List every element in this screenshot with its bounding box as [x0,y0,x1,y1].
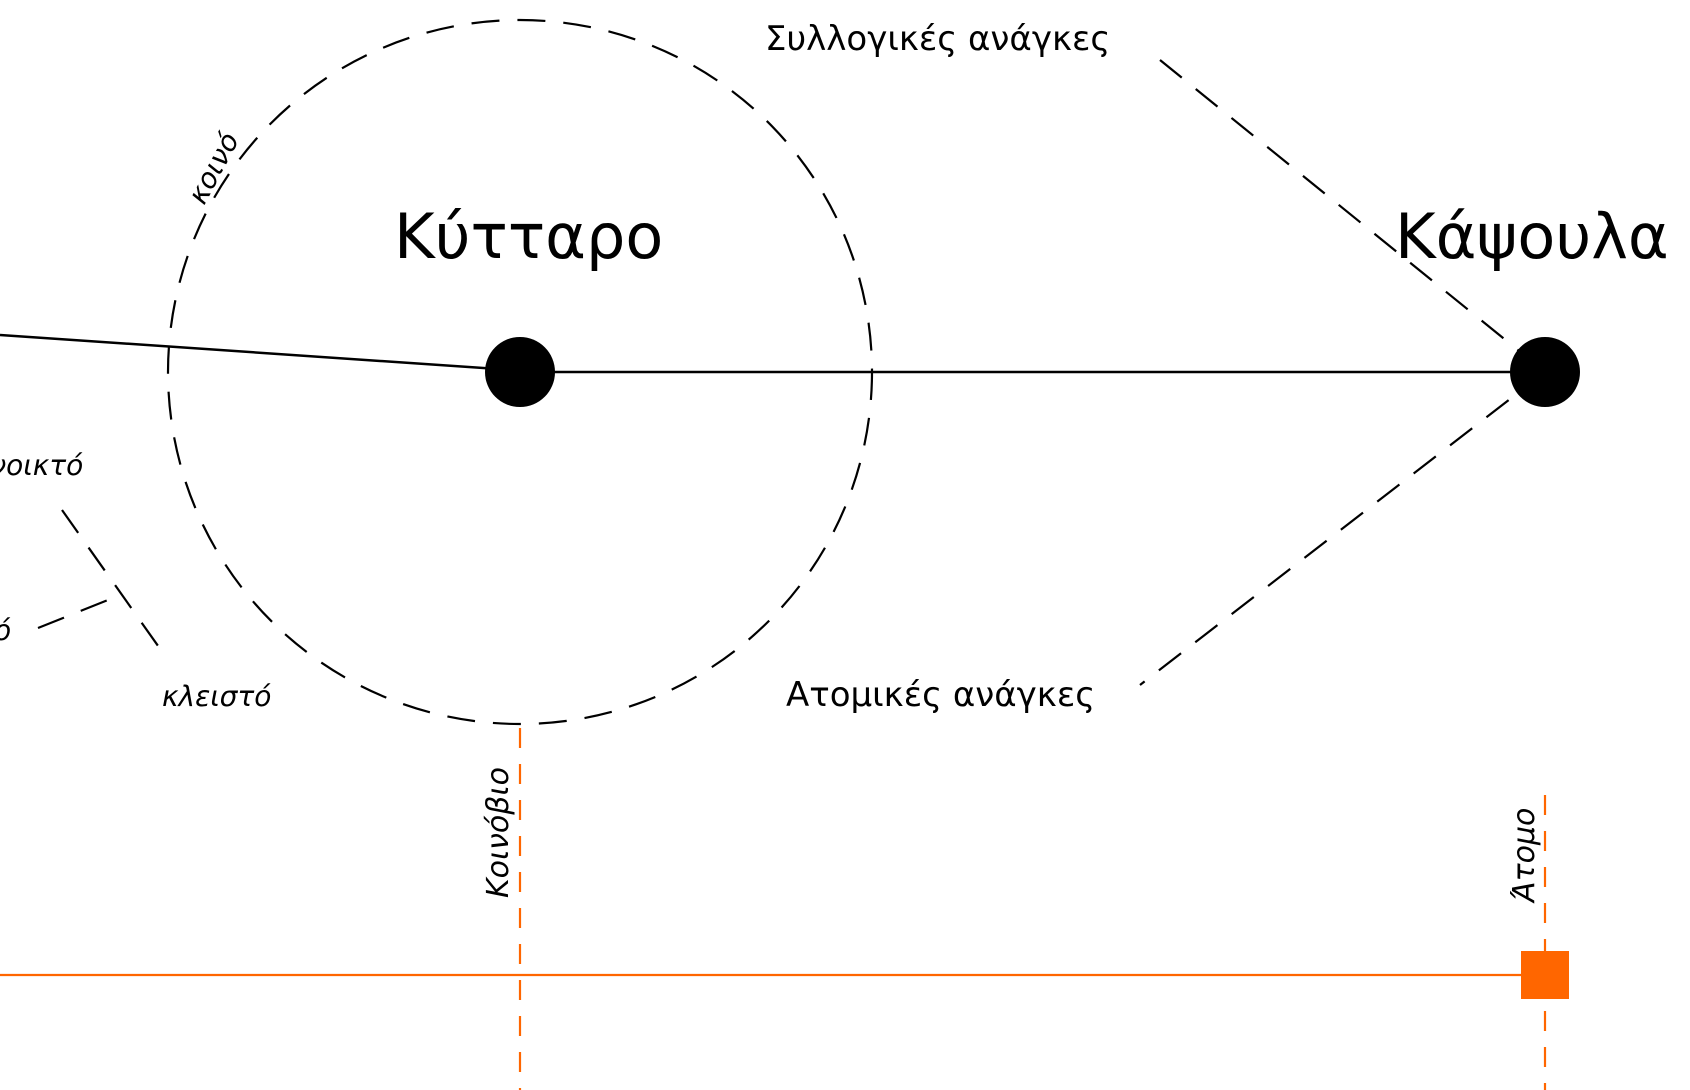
capsule-node [1510,337,1580,407]
individual-needs-dashed-path [1139,371,1546,686]
partial-left-label: ό [0,614,11,647]
left-connector-line [0,333,513,372]
individual-label: Άτομο [1507,808,1542,904]
individual-square-marker [1521,951,1569,999]
collective-needs-label: Συλλογικές ανάγκες [765,19,1110,59]
open-closed-dashed-path [61,509,169,661]
common-label: κοινό [181,127,246,210]
cell-label: Κύτταρο [394,200,663,273]
individual-needs-label: Ατομικές ανάγκες [786,675,1095,715]
coenobium-label: Κοινόβιο [481,767,516,898]
partial-branch-dashed-path [37,594,119,630]
collective-needs-dashed-path [1159,59,1546,373]
cell-node [485,337,555,407]
open-label: ανοικτό [0,449,83,482]
capsule-label: Κάψουλα [1395,200,1669,273]
closed-label: κλειστό [162,680,271,713]
